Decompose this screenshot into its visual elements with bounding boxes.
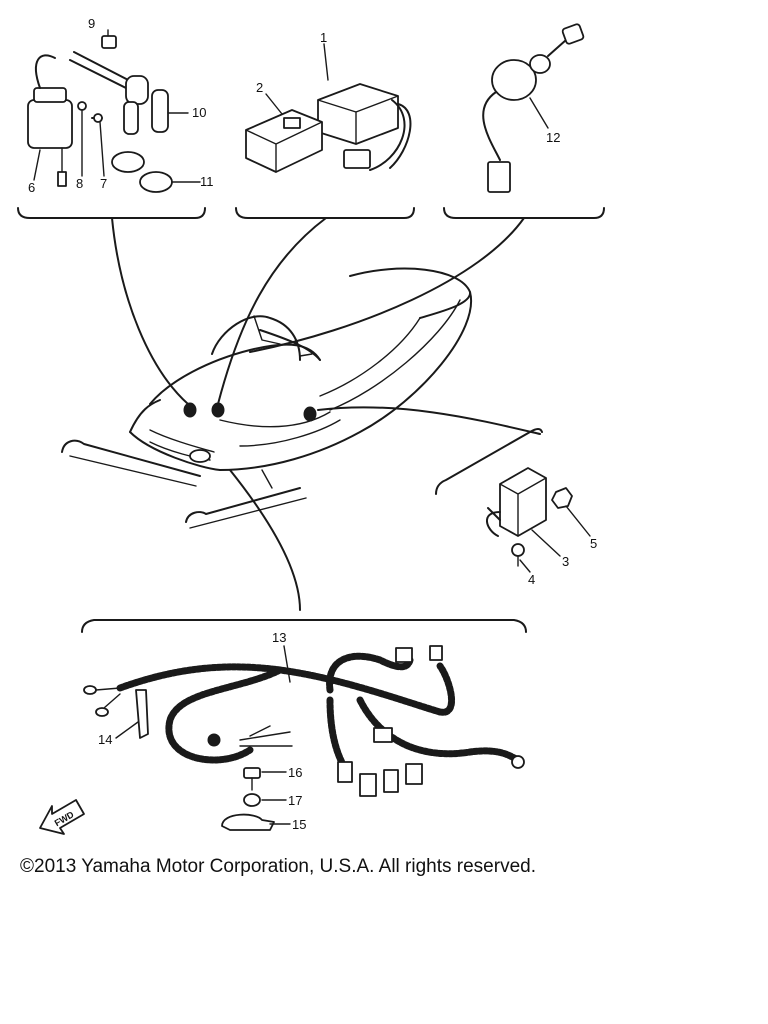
callout-1: 1 — [320, 30, 327, 45]
callout-2: 2 — [256, 80, 263, 95]
callout-17: 17 — [288, 793, 302, 808]
callout-6: 6 — [28, 180, 35, 195]
cdi-unit-group: 1 2 — [235, 30, 415, 219]
copyright-notice: ©2013 Yamaha Motor Corporation, U.S.A. A… — [20, 856, 536, 877]
callout-8: 8 — [76, 176, 83, 191]
main-switch-group: 12 — [443, 23, 605, 219]
parts-diagram: 9 10 11 6 8 7 1 2 12 — [17, 16, 605, 835]
callout-10: 10 — [192, 105, 206, 120]
callout-13: 13 — [272, 630, 286, 645]
callout-16: 16 — [288, 765, 302, 780]
callout-5: 5 — [590, 536, 597, 551]
callout-15: 15 — [292, 817, 306, 832]
voltage-regulator-group: 3 5 4 — [435, 428, 597, 587]
callout-4: 4 — [528, 572, 535, 587]
callout-3: 3 — [562, 554, 569, 569]
callout-7: 7 — [100, 176, 107, 191]
wire-harness-group: 13 14 16 17 15 — [81, 619, 527, 832]
callout-9: 9 — [88, 16, 95, 31]
snowmobile-outline — [61, 267, 473, 529]
callout-14: 14 — [98, 732, 112, 747]
callout-11: 11 — [200, 174, 214, 189]
callout-12: 12 — [546, 130, 560, 145]
forward-arrow-icon: FWD — [39, 799, 85, 835]
ignition-coil-group: 9 10 11 6 8 7 — [17, 16, 214, 219]
